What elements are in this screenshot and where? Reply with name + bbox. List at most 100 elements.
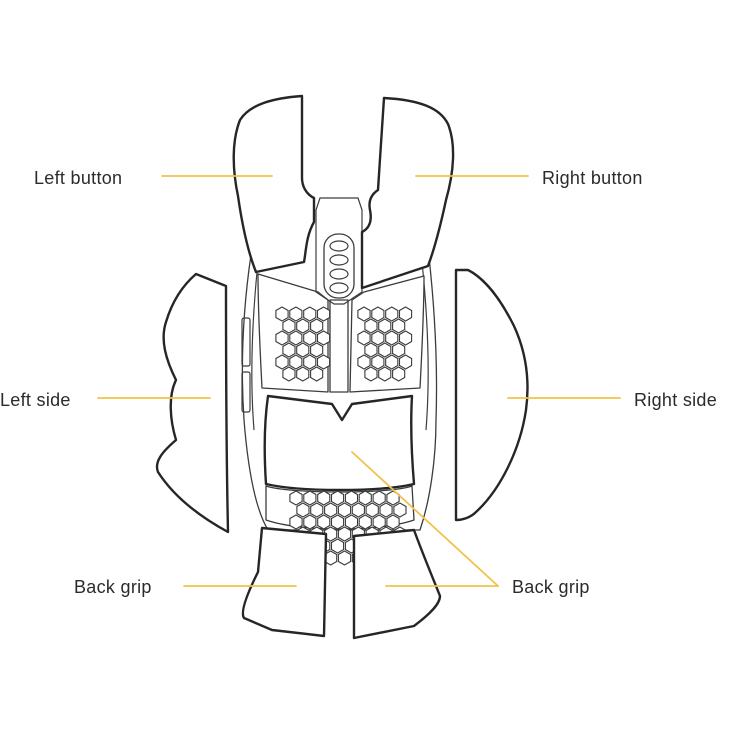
grip-tape-pieces (155, 94, 529, 640)
honeycomb-cell (289, 514, 303, 530)
honeycomb-cell (398, 354, 413, 370)
honeycomb-cell (330, 514, 345, 530)
honeycomb-cell (310, 366, 324, 382)
honeycomb-cell (282, 318, 296, 334)
honeycomb-cell (310, 342, 324, 358)
honeycomb-cell (358, 514, 372, 530)
honeycomb-cell (275, 330, 289, 346)
honeycomb-cell (357, 354, 371, 370)
honeycomb-cell (324, 526, 338, 542)
honeycomb-cell (385, 330, 399, 346)
honeycomb-cell (364, 318, 378, 334)
honeycomb-cell (289, 490, 303, 506)
honeycomb-cell (296, 366, 310, 382)
honeycomb-cell (351, 502, 365, 518)
honeycomb-cell (385, 354, 399, 370)
honeycomb-cell (378, 342, 392, 358)
label-right-button: Right button (542, 168, 643, 188)
honeycomb-cell (393, 502, 407, 518)
side-button-front (241, 317, 251, 367)
label-back-grip-right: Back grip (512, 577, 590, 597)
right-side-tape (454, 268, 529, 522)
honeycomb-cell (316, 306, 331, 322)
wheel-ridge-2 (329, 254, 349, 266)
honeycomb-cell (296, 318, 310, 334)
scroll-area (315, 197, 363, 305)
scroll-wheel (323, 233, 355, 299)
honeycomb-cell (378, 366, 392, 382)
honeycomb-cell (344, 490, 359, 506)
mouse-body-inner-left (251, 261, 259, 431)
honeycomb-cell (386, 514, 400, 530)
left-side-tape (155, 272, 230, 534)
center-spine (329, 299, 349, 393)
honeycomb-cell (330, 490, 345, 506)
honeycomb-cell (372, 514, 386, 530)
honeycomb-cell (392, 318, 406, 334)
back-center-tape (263, 394, 416, 492)
honeycomb-cell (364, 366, 378, 382)
honeycomb-cell (372, 490, 386, 506)
honeycomb-cell (371, 354, 385, 370)
honeycomb-cell (365, 502, 379, 518)
honeycomb-cell (364, 342, 378, 358)
honeycomb-upper-left (275, 306, 331, 382)
honeycomb-cell (303, 330, 317, 346)
honeycomb-cell (357, 330, 371, 346)
wheel-ridge-1 (329, 240, 349, 252)
honeycomb-cell (357, 306, 371, 322)
honeycomb-cell (282, 366, 296, 382)
honeycomb-cell (275, 306, 289, 322)
honeycomb-cell (289, 330, 303, 346)
honeycomb-cell (330, 538, 345, 554)
side-button-back (241, 371, 251, 413)
label-right-side: Right side (634, 390, 717, 410)
label-left-button: Left button (34, 168, 122, 188)
honeycomb-cell (392, 366, 406, 382)
honeycomb-cell (324, 502, 338, 518)
honeycomb-cell (303, 514, 317, 530)
honeycomb-cell (378, 318, 392, 334)
left-button-tape (232, 94, 316, 274)
label-left-side: Left side (0, 390, 71, 410)
honeycomb-cell (371, 330, 385, 346)
honeycomb-cell (385, 306, 399, 322)
label-back-grip-left: Back grip (74, 577, 152, 597)
honeycomb-cell (392, 342, 406, 358)
wheel-ridge-4 (329, 282, 349, 294)
honeycomb-cell (398, 306, 413, 322)
honeycomb-cell (275, 354, 289, 370)
honeycomb-upper-right (357, 306, 413, 382)
honeycomb-cell (344, 514, 359, 530)
honeycomb-cell (310, 318, 324, 334)
back-grip-right-tape (352, 528, 442, 640)
honeycomb-cell (337, 526, 352, 542)
leader-lines (97, 175, 621, 587)
honeycomb-cell (282, 342, 296, 358)
honeycomb-cell (358, 490, 372, 506)
honeycomb-cell (289, 306, 303, 322)
honeycomb-cell (296, 502, 310, 518)
back-grip-left-tape (241, 526, 328, 638)
honeycomb-cell (337, 502, 352, 518)
right-button-tape (360, 96, 455, 290)
honeycomb-cell (398, 330, 413, 346)
honeycomb-cell (316, 330, 331, 346)
honeycomb-cell (317, 490, 331, 506)
honeycomb-cell (316, 354, 331, 370)
honeycomb-cell (310, 502, 324, 518)
honeycomb-cell (371, 306, 385, 322)
honeycomb-cell (296, 342, 310, 358)
wheel-ridge-3 (329, 268, 349, 280)
labels: Left button Right button Left side Right… (0, 168, 717, 597)
leader-back-center (351, 451, 499, 587)
honeycomb-cell (303, 490, 317, 506)
scroll-slot (315, 197, 363, 305)
honeycomb-cell (317, 514, 331, 530)
honeycomb-cell (337, 550, 352, 566)
honeycomb-cell (303, 306, 317, 322)
honeycomb-cell (303, 354, 317, 370)
honeycomb-cell (289, 354, 303, 370)
honeycomb-cell (379, 502, 393, 518)
